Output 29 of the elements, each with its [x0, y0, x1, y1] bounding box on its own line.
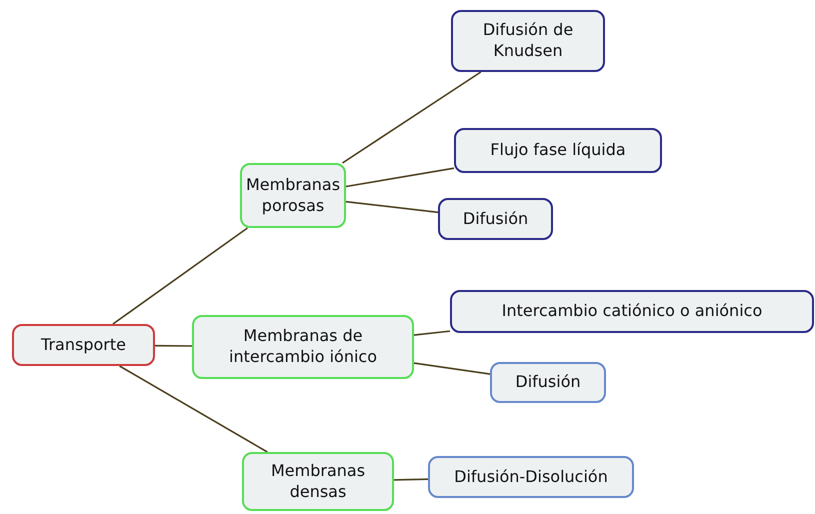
connector-line — [119, 365, 268, 453]
node-label: Intercambio catiónico o aniónico — [502, 301, 762, 322]
concept-box — [12, 324, 155, 366]
node-label: Membranas densas — [270, 460, 366, 502]
connector-line — [414, 362, 490, 375]
connector-line — [155, 344, 192, 347]
node-label: Membranas de intercambio iónico — [228, 326, 378, 368]
concept-box — [450, 290, 814, 333]
concept-box — [454, 128, 662, 173]
connector-line — [394, 478, 428, 481]
connector-line — [414, 330, 450, 336]
concept-box — [451, 10, 605, 72]
node-label: Flujo fase líquida — [490, 140, 626, 161]
concept-box — [428, 456, 634, 498]
node-label: Membranas porosas — [246, 174, 340, 216]
connector-line — [346, 200, 438, 214]
connector-line — [342, 71, 482, 164]
node-label: Transporte — [41, 334, 126, 356]
node-label: Difusión de Knudsen — [482, 20, 574, 62]
connector-line — [346, 167, 454, 188]
concept-box — [438, 198, 553, 240]
concept-box — [242, 452, 394, 511]
concept-box — [240, 163, 346, 228]
node-label: Difusión-Disolución — [454, 466, 608, 488]
connector-line — [112, 227, 248, 325]
concept-box — [192, 315, 414, 379]
node-label: Difusión — [462, 208, 528, 230]
concept-box — [490, 362, 606, 403]
node-label: Difusión — [515, 372, 581, 393]
